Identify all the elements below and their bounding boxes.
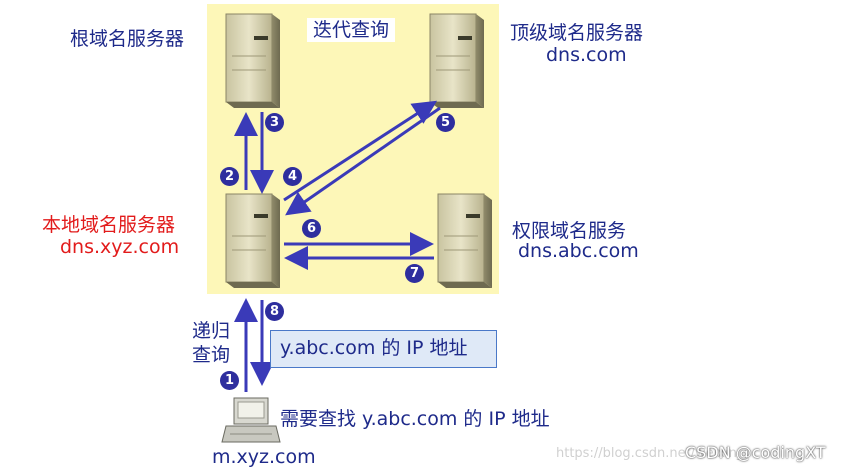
answer-box xyxy=(270,330,497,368)
step-number: 2 xyxy=(224,169,235,184)
step-number: 6 xyxy=(306,221,317,236)
host-domain-label: m.xyz.com xyxy=(212,446,316,468)
host-query-label: 需要查找 y.abc.com 的 IP 地址 xyxy=(280,408,550,430)
arrow-step-4 xyxy=(283,100,438,202)
watermark-url: https://blog.csdn.net/weixin_ xyxy=(556,446,744,461)
auth-server-label: 权限域名服务 xyxy=(512,220,627,242)
step-badge-2: 2 xyxy=(220,167,239,186)
local-server-label: 本地域名服务器 xyxy=(42,214,176,236)
tld-server-label: 顶级域名服务器 xyxy=(510,22,644,44)
client-computer-icon xyxy=(221,397,281,443)
step-badge-3: 3 xyxy=(265,113,284,132)
local-domain-label: dns.xyz.com xyxy=(60,236,180,258)
step-badge-1: 1 xyxy=(220,371,239,390)
step-number: 4 xyxy=(287,169,298,184)
step-number: 3 xyxy=(269,115,280,130)
local-server-icon xyxy=(225,193,280,288)
step-number: 1 xyxy=(224,373,235,388)
step-number: 5 xyxy=(440,115,451,130)
step-badge-8: 8 xyxy=(265,302,284,321)
flow-arrows xyxy=(234,100,441,392)
watermark-brand: CSDN @codingXT xyxy=(685,443,826,462)
auth-server-icon xyxy=(437,193,492,288)
step-badge-7: 7 xyxy=(405,264,424,283)
step-number: 7 xyxy=(409,266,420,281)
arrow-step-5 xyxy=(285,106,441,216)
step-badge-4: 4 xyxy=(283,167,302,186)
recursive-query-label-line2: 查询 xyxy=(192,344,231,366)
tld-server-icon xyxy=(429,13,484,108)
step-badge-6: 6 xyxy=(302,219,321,238)
recursive-query-label-line1: 递归 xyxy=(192,320,231,342)
iterative-query-label: 迭代查询 xyxy=(307,18,396,42)
answer-box-text: y.abc.com 的 IP 地址 xyxy=(280,337,468,359)
step-number: 8 xyxy=(269,304,280,319)
auth-domain-label: dns.abc.com xyxy=(518,240,639,262)
tld-domain-label: dns.com xyxy=(546,44,627,66)
root-server-label: 根域名服务器 xyxy=(70,28,185,50)
root-server-icon xyxy=(225,13,280,108)
step-badge-5: 5 xyxy=(436,113,455,132)
